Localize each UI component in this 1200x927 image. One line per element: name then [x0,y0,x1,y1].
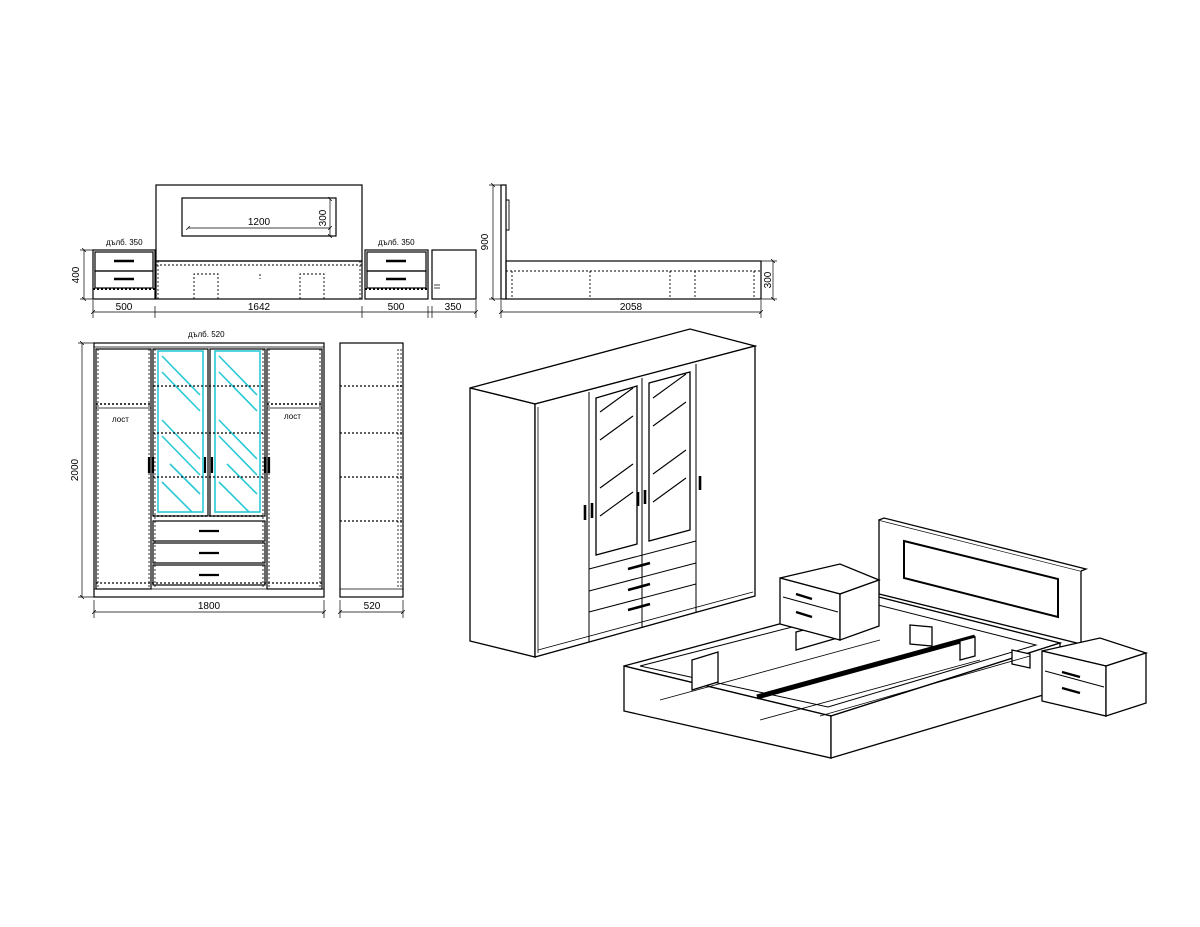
headboard-panel-height: 300 [318,209,329,226]
bed-3d [623,517,1089,759]
depth-note-left: дълб. 350 [106,238,143,247]
wardrobe-width-label: 1800 [198,601,221,612]
bed-front-dimensions [80,199,476,318]
mirror-glass [157,350,261,513]
wardrobe-door-right [266,348,323,590]
bed-total-height-label: 900 [480,233,491,250]
wardrobe-height-label: 2000 [70,458,81,481]
rod-label-right: лост [284,412,301,421]
nightstand-right [364,249,429,300]
bed-frame-side [505,260,762,300]
wardrobe-body [93,342,325,598]
shelf-lines [153,385,265,478]
wardrobe-3d [469,328,758,658]
nightstand-left [92,249,156,300]
wardrobe-front-view [93,342,325,598]
bed-frame-height-label: 300 [763,271,774,288]
headboard-panel-width: 1200 [248,217,271,228]
nightstand-width-left: 500 [116,302,133,313]
bed-side-view [500,184,762,300]
wardrobe-front-dimensions [78,343,324,618]
wardrobe-drawer-3 [152,564,266,586]
bed-width-label: 1642 [248,302,271,313]
wardrobe-side-dimensions [340,600,403,618]
bed-side-dimensions [489,185,777,318]
wardrobe-drawer-1 [152,520,266,542]
nightstand-height-label: 400 [71,266,82,283]
headboard-side [500,184,507,300]
wardrobe-depth-note: дълб. 520 [188,330,225,339]
bed-length-label: 2058 [620,302,643,313]
wardrobe-drawer-2 [152,542,266,564]
bed-frame-front [155,260,363,300]
nightstand-depth-label: 350 [445,302,462,313]
nightstand-3d-left [779,563,881,641]
rod-label-left: лост [112,415,129,424]
nightstand-3d-right [1041,637,1149,717]
nightstand-width-right: 500 [388,302,405,313]
depth-note-right: дълб. 350 [378,238,415,247]
bed-front-view [92,184,477,300]
wardrobe-door-left [95,348,152,590]
wardrobe-side-view [339,342,404,598]
wardrobe-side-body [339,342,404,598]
headboard-panel [181,197,337,237]
wardrobe-side-depth-label: 520 [364,601,381,612]
nightstand-side [431,249,477,300]
